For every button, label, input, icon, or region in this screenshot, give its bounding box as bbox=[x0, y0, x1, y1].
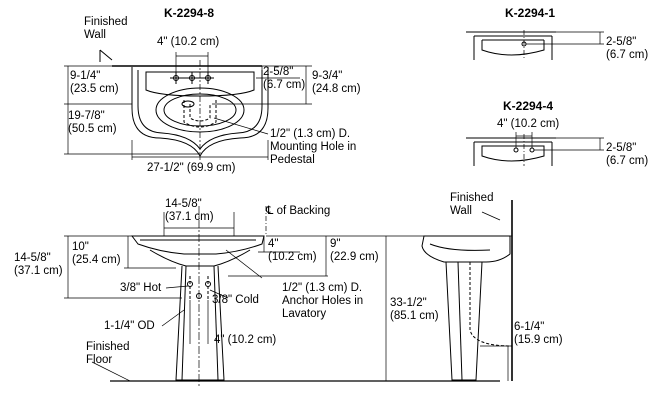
side-finished-wall-label: Finished Wall bbox=[450, 192, 494, 217]
alt4-offset-label: 2-5/8" (6.7 cm) bbox=[606, 142, 649, 167]
front-bowl-height-label: 10" (25.4 cm) bbox=[72, 241, 121, 266]
alt1-view-drawing bbox=[466, 30, 604, 60]
side-view-drawing bbox=[421, 200, 513, 381]
side-trap-height-label: 6-1/4" (15.9 cm) bbox=[514, 321, 563, 346]
plan-left-depth-label: 9-1/4" (23.5 cm) bbox=[70, 70, 119, 95]
plan-mounting-hole-label: 1/2" (1.3 cm) D. Mounting Hole in Pedest… bbox=[270, 128, 357, 166]
alt4-spacing-label: 4" (10.2 cm) bbox=[497, 118, 560, 130]
front-backing-centerline-label: ℄ of Backing bbox=[266, 205, 331, 217]
model-alt4-title: K-2294-4 bbox=[503, 99, 554, 113]
front-supply-spacing-label: 4" (10.2 cm) bbox=[214, 334, 277, 346]
alt4-view-drawing bbox=[466, 132, 604, 166]
front-anchor-holes-label: 1/2" (1.3 cm) D. Anchor Holes in Lavator… bbox=[282, 282, 364, 320]
front-rim-height-label: 33-1/2" (85.1 cm) bbox=[390, 297, 439, 322]
plan-drain-offset-label: 9-3/4" (24.8 cm) bbox=[312, 70, 361, 95]
front-cold-supply-label: 3/8" Cold bbox=[212, 294, 259, 306]
model-alt1-title: K-2294-1 bbox=[505, 6, 556, 20]
model-main-title: K-2294-8 bbox=[164, 6, 215, 20]
plan-basin-depth-label: 19-7/8" (50.5 cm) bbox=[68, 110, 117, 135]
front-anchor-offset-label: 4" (10.2 cm) bbox=[268, 238, 317, 263]
plan-faucet-spacing-label: 4" (10.2 cm) bbox=[157, 36, 220, 48]
front-drain-od-label: 1-1/4" OD bbox=[104, 320, 155, 332]
front-bowl-width-label: 14-5/8" (37.1 cm) bbox=[165, 198, 214, 223]
alt1-offset-label: 2-5/8" (6.7 cm) bbox=[606, 36, 649, 61]
front-finished-floor-label: Finished Floor bbox=[86, 341, 130, 366]
front-hot-supply-label: 3/8" Hot bbox=[120, 282, 162, 294]
plan-faucet-offset-label: 2-5/8" (6.7 cm) bbox=[263, 66, 306, 91]
front-overall-depth-label: 14-5/8" (37.1 cm) bbox=[14, 252, 63, 277]
plan-view-drawing bbox=[64, 49, 312, 160]
plan-finished-wall-label: Finished Wall bbox=[84, 16, 128, 41]
front-anchor-height-label: 9" (22.9 cm) bbox=[330, 238, 379, 263]
plan-overall-width-label: 27-1/2" (69.9 cm) bbox=[147, 162, 236, 174]
